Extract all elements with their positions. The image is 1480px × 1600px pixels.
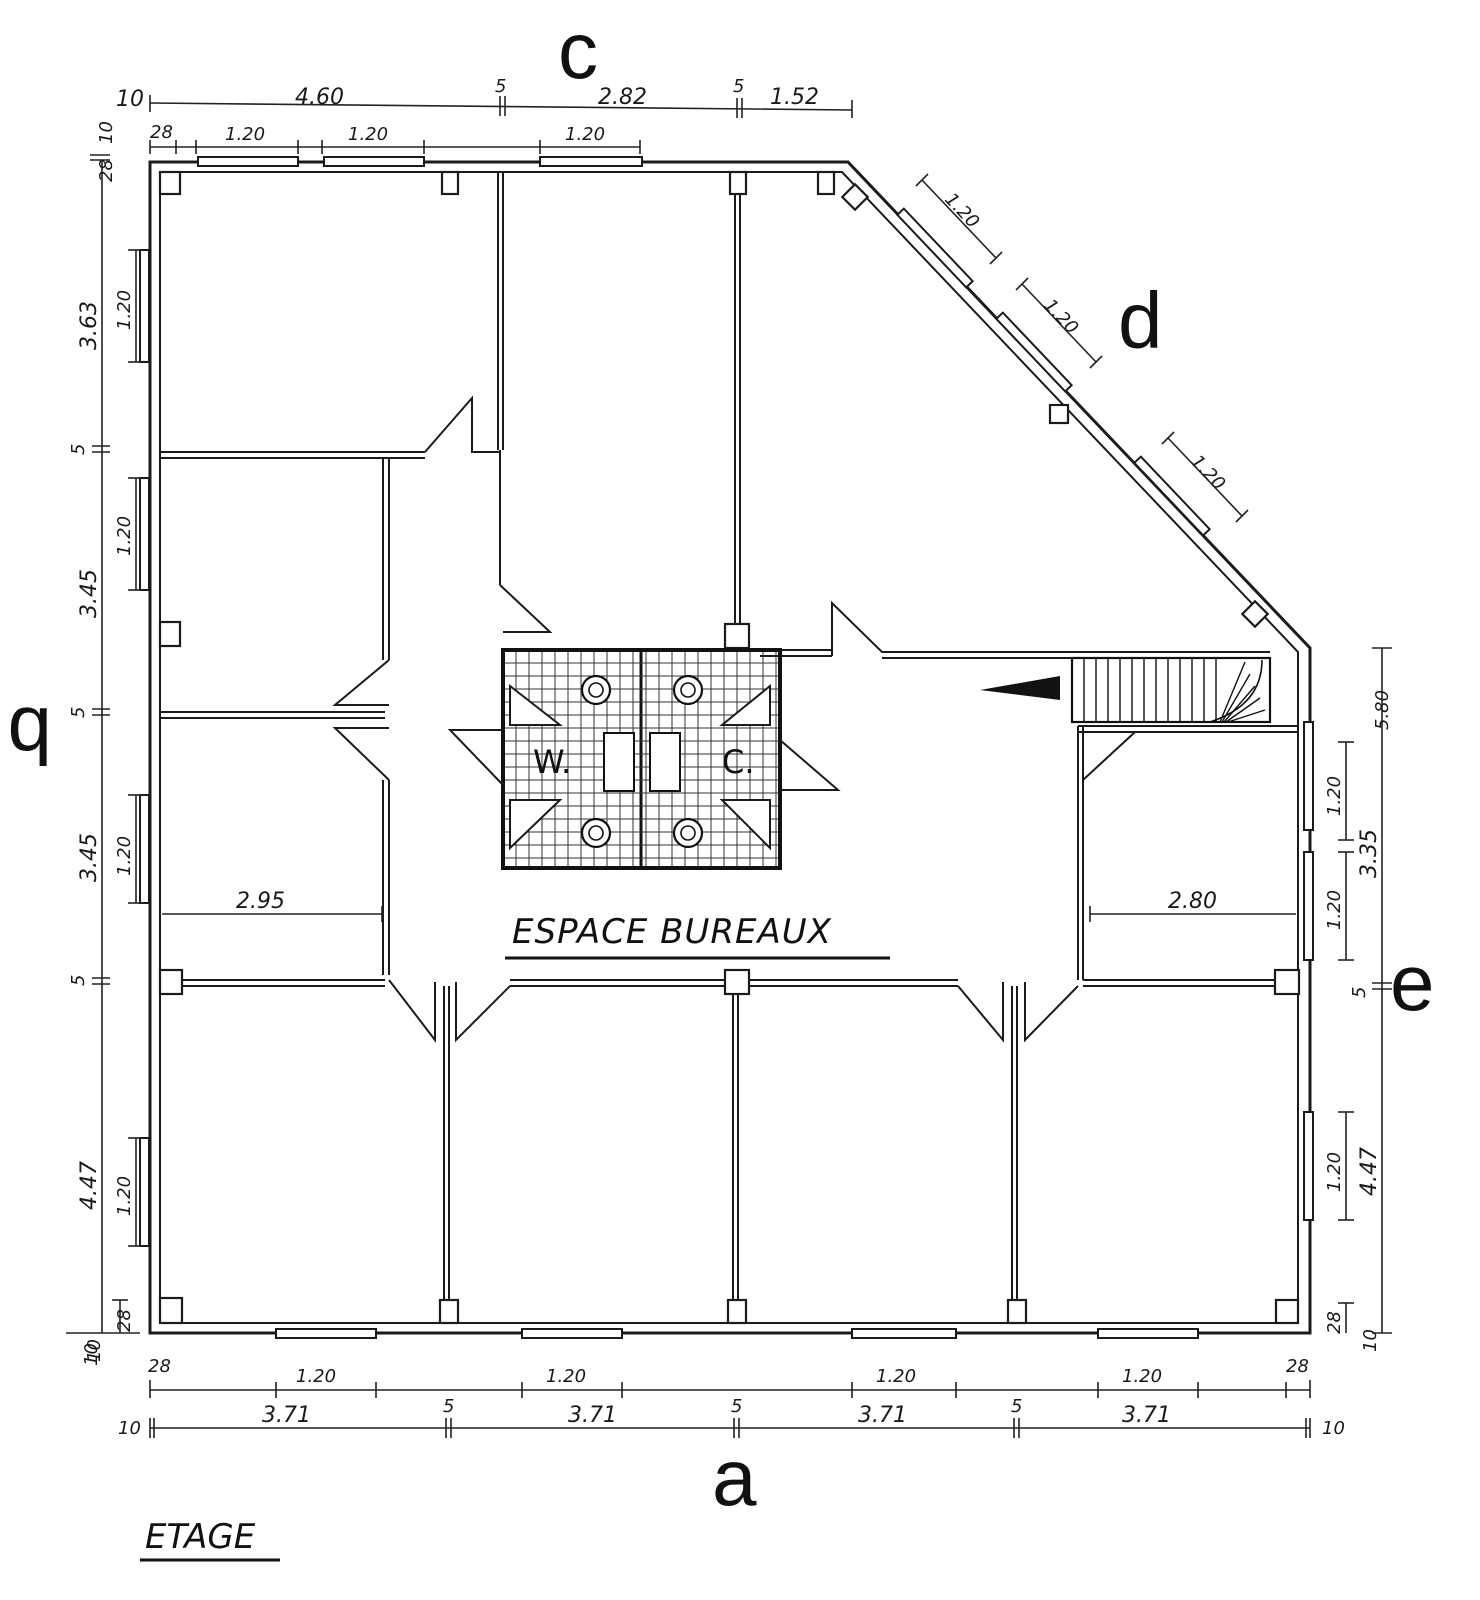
dim-left-1: 3.63: [77, 301, 102, 350]
dim-left-corner-2: 10: [81, 1343, 102, 1366]
dim-bottom-window-1: 1.20: [296, 1366, 336, 1387]
dim-right-room-width: 2.80: [1168, 889, 1217, 914]
dim-left-window-2: 1.20: [114, 516, 135, 556]
facade-label-top: c: [558, 6, 598, 95]
dimensions-bottom: 28 1.20 1.20 1.20 1.20 28 10 3.71 5 3.71…: [84, 1339, 1345, 1439]
dim-right-sep-1: 5: [1349, 987, 1370, 998]
dim-right-top: 5.80: [1372, 690, 1393, 730]
dim-diagonal-2: 1.20: [1039, 295, 1082, 339]
dim-left-2: 3.45: [77, 569, 102, 618]
dim-right-2: 4.47: [1357, 1147, 1382, 1196]
columns: [158, 170, 1301, 1325]
facade-label-diagonal: d: [1118, 276, 1163, 365]
dim-top-left-corner-b: 28: [96, 159, 117, 182]
dim-left-window-3: 1.20: [114, 836, 135, 876]
dim-left-corner-1: 28: [114, 1309, 135, 1332]
dim-bottom-sep-1: 5: [443, 1396, 454, 1417]
dim-top-window-2: 1.20: [348, 124, 388, 145]
dim-diagonal-3: 1.20: [1186, 451, 1229, 495]
dim-top-2: 2.82: [598, 85, 647, 110]
staircase: [980, 656, 1272, 724]
dim-right-corner-2: 10: [1360, 1329, 1381, 1352]
windows: [139, 156, 1314, 1339]
dim-right-window-3: 1.20: [1324, 1152, 1345, 1192]
dim-diagonal-1: 1.20: [940, 189, 983, 233]
dim-left-sep-3: 5: [68, 975, 89, 986]
wc-letter-w: W.: [533, 743, 571, 781]
facade-label-bottom: a: [712, 1433, 757, 1522]
dim-left-window-4: 1.20: [114, 1176, 135, 1216]
dimensions-right: 5.80 3.35 5 4.47 1.20 1.20 1.20 28 10: [1324, 647, 1393, 1352]
dim-right-window-2: 1.20: [1324, 890, 1345, 930]
room-label: ESPACE BUREAUX: [512, 912, 832, 952]
dim-top-sep-1: 5: [495, 76, 506, 97]
dim-bottom-4: 3.71: [1122, 1403, 1171, 1428]
dim-left-window-1: 1.20: [114, 290, 135, 330]
dim-bottom-sep-2: 5: [731, 1396, 742, 1417]
dimensions-inner: 2.95 2.80: [162, 889, 1296, 922]
dim-left-4: 4.47: [77, 1161, 102, 1210]
wc-letter-c: C.: [722, 743, 755, 781]
dim-bottom-left-corner: 10: [84, 1339, 105, 1362]
dim-right-window-1: 1.20: [1324, 776, 1345, 816]
dimensions-left: 3.63 3.45 3.45 4.47 5 5 5 1.20 1.20 1.20…: [66, 162, 144, 1366]
dim-right-1: 3.35: [1357, 829, 1382, 878]
dim-top-window-3: 1.20: [565, 124, 605, 145]
dim-bottom-sep-3: 5: [1011, 1396, 1022, 1417]
dim-left-sep-1: 5: [68, 444, 89, 455]
dim-bottom-window-3: 1.20: [876, 1366, 916, 1387]
dim-bottom-window-corner-left: 28: [148, 1356, 171, 1377]
dim-bottom-window-corner-right: 28: [1286, 1356, 1309, 1377]
dim-top-corner: 10: [116, 87, 144, 112]
dim-top-window-1: 1.20: [225, 124, 265, 145]
dim-top-3: 1.52: [770, 85, 819, 110]
dim-left-room-width: 2.95: [236, 889, 285, 914]
dim-top-window-corner: 28: [150, 122, 173, 143]
dim-top-sep-2: 5: [733, 76, 744, 97]
dim-bottom-window-4: 1.20: [1122, 1366, 1162, 1387]
dim-right-corner-1: 28: [1324, 1311, 1345, 1334]
dim-left-3: 3.45: [77, 833, 102, 882]
dim-left-sep-2: 5: [68, 707, 89, 718]
dimensions-top: 10 4.60 5 2.82 5 1.52 28 1.20 1.20 1.20 …: [90, 76, 853, 182]
dim-top-1: 4.60: [295, 85, 344, 110]
dim-bottom-2: 3.71: [568, 1403, 617, 1428]
floor-label: ETAGE: [145, 1517, 256, 1557]
dim-top-left-corner-a: 10: [96, 121, 117, 144]
dim-bottom-window-2: 1.20: [546, 1366, 586, 1387]
dim-bottom-left-edge: 10: [118, 1418, 141, 1439]
dim-bottom-3: 3.71: [858, 1403, 907, 1428]
dim-bottom-1: 3.71: [262, 1403, 311, 1428]
stair-direction-arrow-icon: [980, 676, 1060, 700]
facade-label-left: b: [8, 691, 53, 780]
dim-bottom-right-edge: 10: [1322, 1418, 1345, 1439]
facade-label-right: e: [1390, 938, 1435, 1027]
dimensions-diagonal: 1.20 1.20 1.20: [915, 173, 1249, 523]
wc-core: W. C.: [447, 648, 841, 870]
